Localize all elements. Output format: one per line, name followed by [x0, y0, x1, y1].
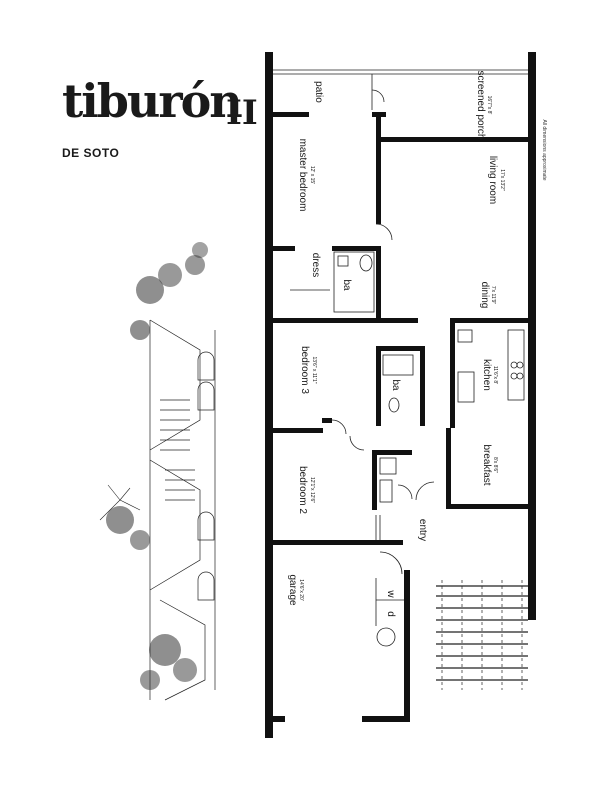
- room-name-patio: patio: [313, 81, 324, 103]
- east-wall: [528, 52, 536, 620]
- room-size-screened-porch: 16'7"x 8': [486, 96, 492, 115]
- room-name-entry: entry: [417, 519, 428, 541]
- room-size-living-room: 17'x 13'2": [499, 169, 505, 191]
- room-size-garage: 14'6"x 20': [298, 579, 304, 601]
- appliance-washer-label: w: [385, 589, 396, 598]
- model-subtitle: DE SOTO: [62, 146, 120, 160]
- room-name-living-room: living room: [487, 156, 498, 204]
- room-size-bedroom-2: 12'1"x 12'6": [309, 477, 315, 503]
- room-name-dining: dining: [479, 282, 490, 309]
- room-size-bedroom-3: 13'6" x 11'1": [311, 356, 317, 383]
- appliance-dryer-label: d: [385, 611, 396, 617]
- room-name-screened-porch: screened porch: [475, 71, 486, 140]
- garage-east-wall: [404, 570, 410, 722]
- room-name-bath-master: ba: [341, 279, 352, 291]
- room-name-breakfast: breakfast: [481, 444, 492, 485]
- room-size-kitchen: 11'6"x 8': [492, 366, 498, 384]
- room-name-master-bedroom: master bedroom: [297, 139, 308, 212]
- room-size-breakfast: 8'x 8'6": [492, 457, 498, 473]
- room-name-garage: garage: [287, 574, 298, 606]
- room-name-dress: dress: [310, 253, 321, 277]
- garage-wall-left: [265, 716, 285, 722]
- garage-wall-right: [362, 716, 410, 722]
- room-name-bedroom-3: bedroom 3: [299, 346, 310, 394]
- brand-title: tiburón: [62, 74, 243, 128]
- dimensions-note: All dimensions approximate: [541, 119, 547, 180]
- room-name-bedroom-2: bedroom 2: [297, 466, 308, 514]
- west-wall: [265, 52, 273, 738]
- room-size-dining: 7'x 11'9": [490, 286, 496, 305]
- room-name-kitchen: kitchen: [481, 359, 492, 391]
- model-suffix: II: [226, 93, 258, 133]
- room-name-bath-hall: ba: [390, 379, 401, 391]
- room-size-master-bedroom: 12' x 15': [309, 166, 315, 184]
